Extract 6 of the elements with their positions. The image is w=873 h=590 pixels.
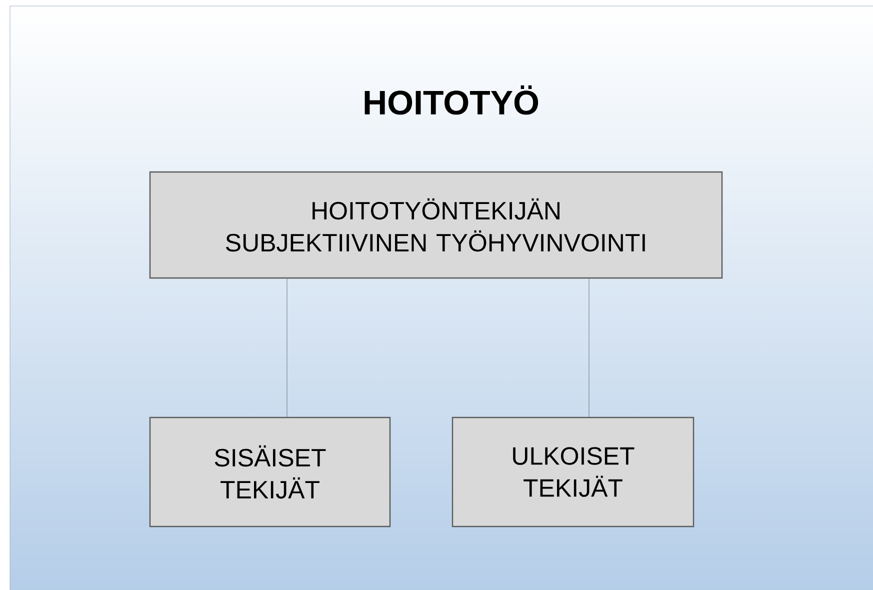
title: HOITOTYÖ xyxy=(364,85,538,115)
connector-line xyxy=(286,278,288,418)
process-box: ULKOISET TEKIJÄT xyxy=(452,416,694,528)
process-box: HOITOTYÖNTEKIJÄN SUBJEKTIIVINEN TYÖHYVINVOINTI xyxy=(149,171,723,279)
process-box: SISÄISET TEKIJÄT xyxy=(149,416,391,528)
connector-line xyxy=(588,278,590,418)
